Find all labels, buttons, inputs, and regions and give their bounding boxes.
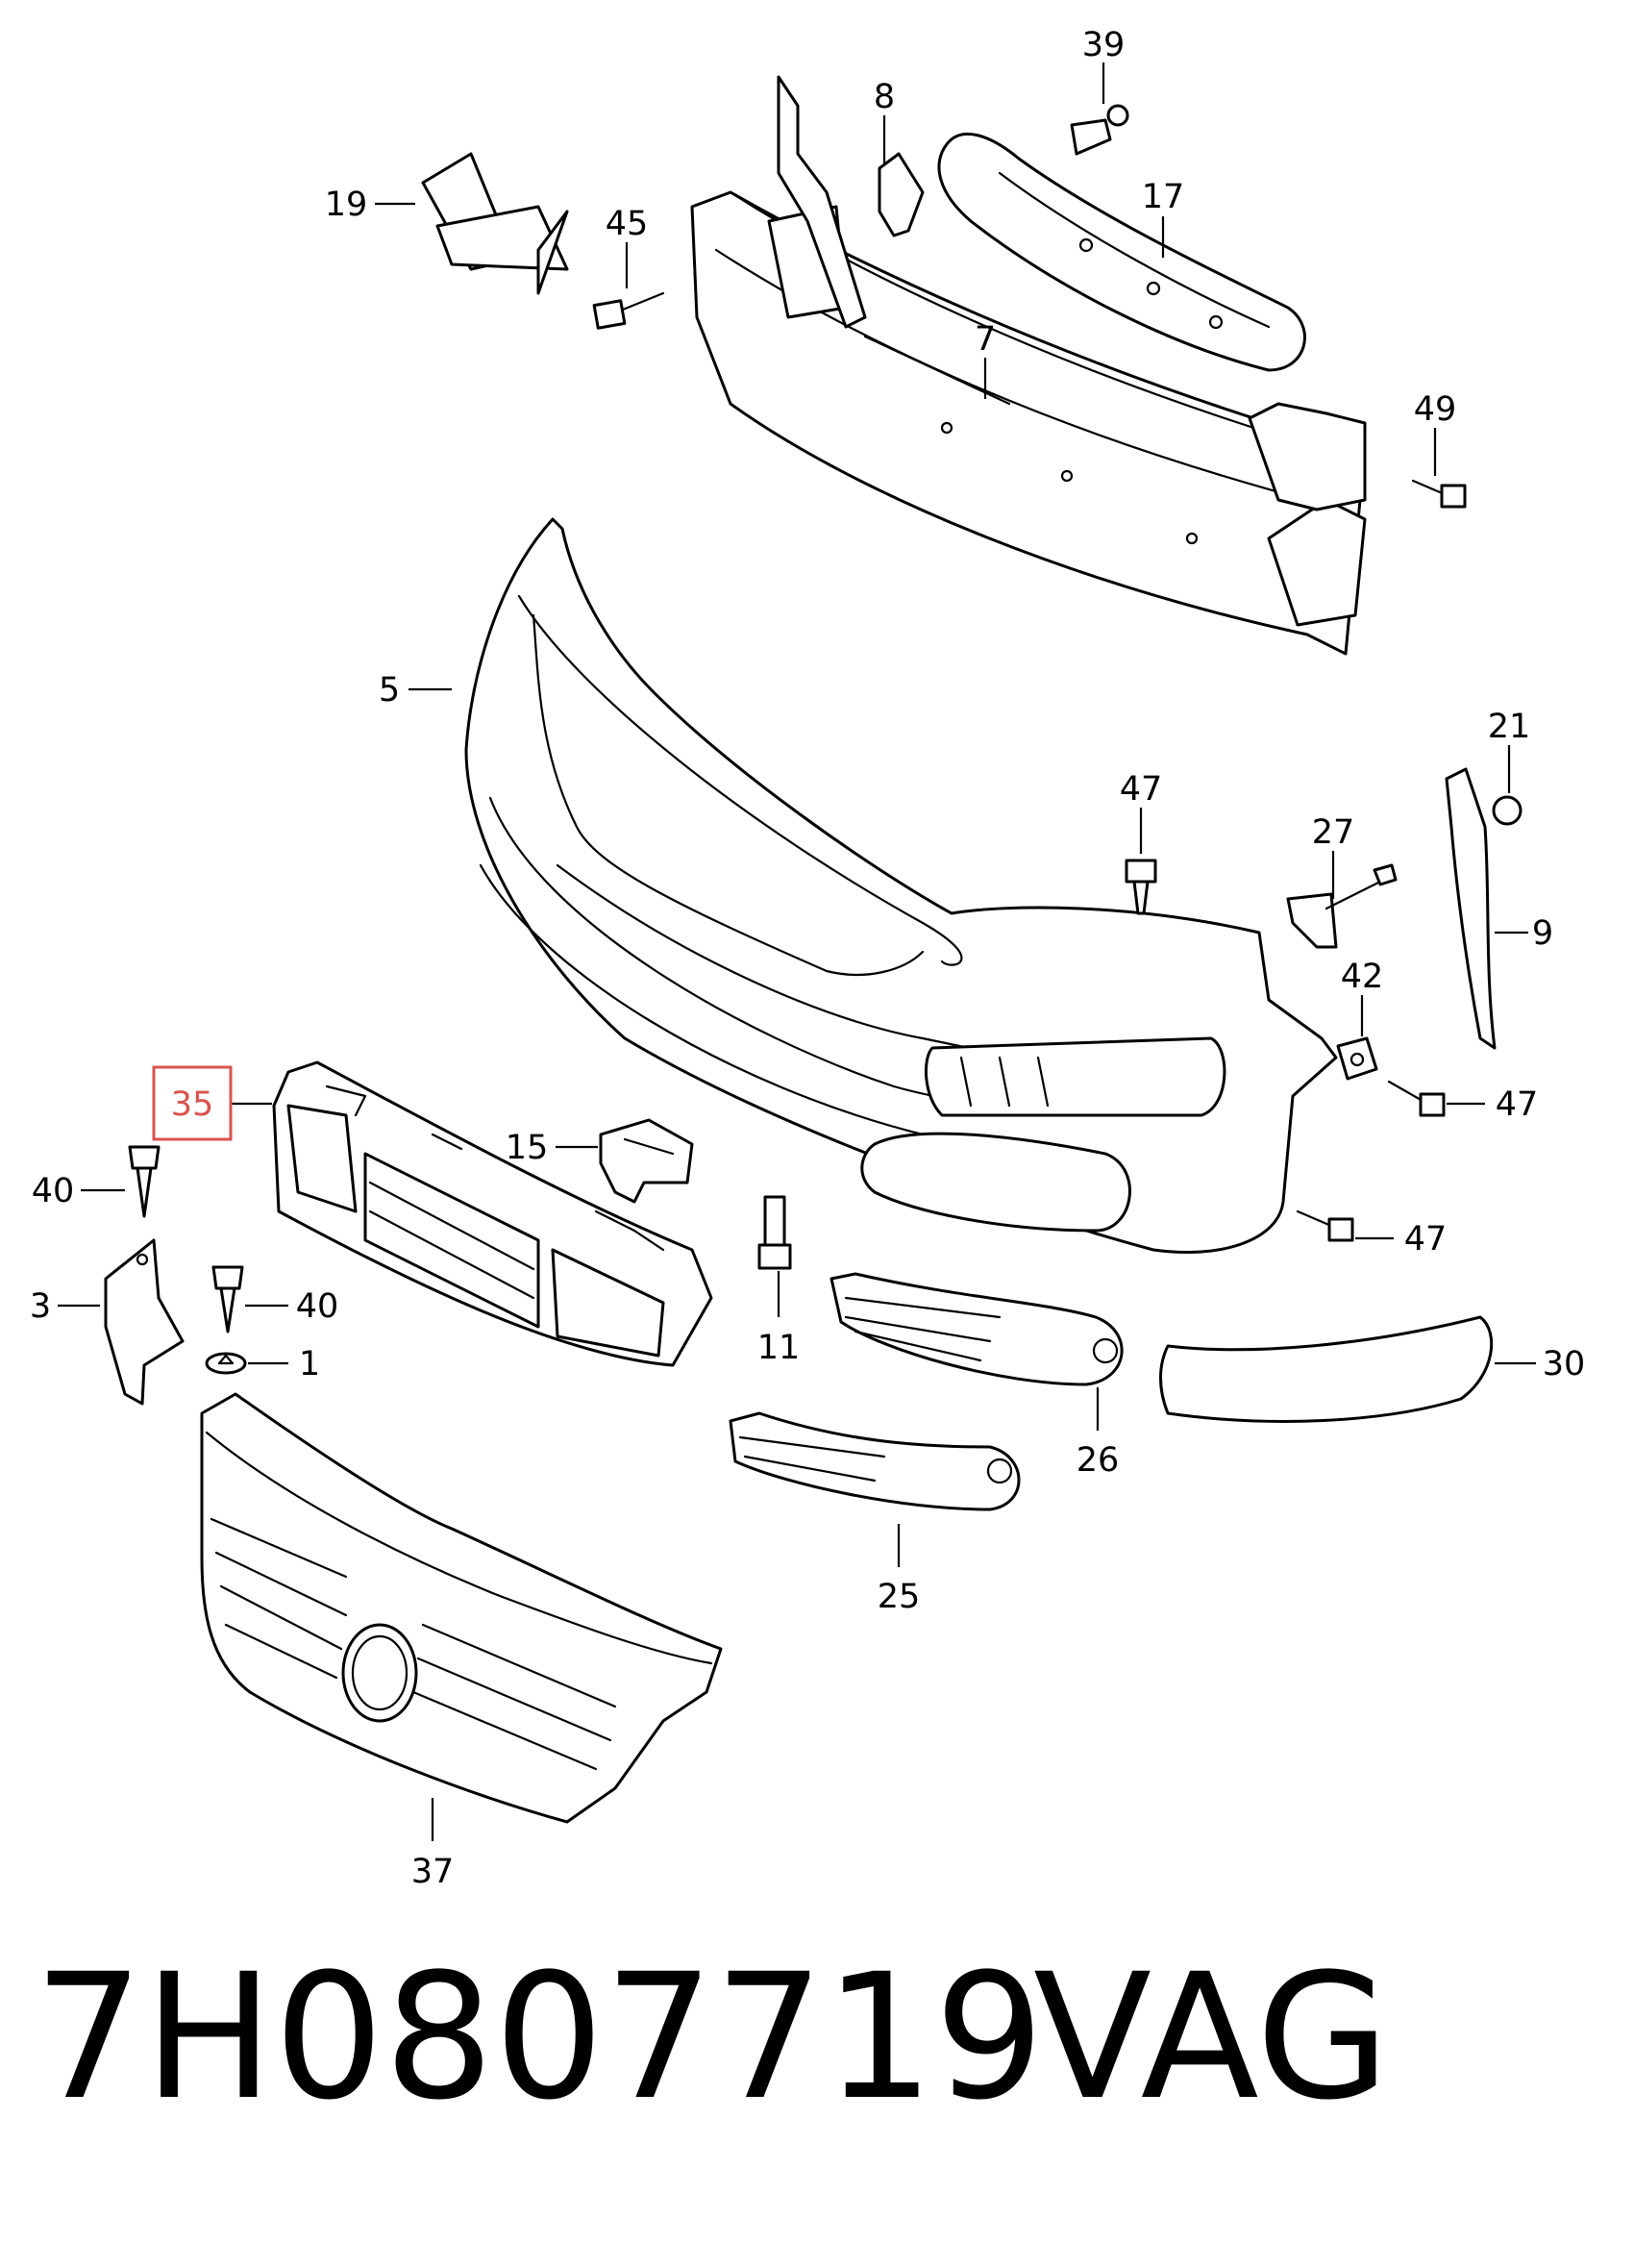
part-40-screw-lower bbox=[211, 1265, 244, 1333]
callout-35-highlight bbox=[152, 1065, 233, 1141]
callout-27: 27 bbox=[1312, 813, 1355, 852]
part-1-washer bbox=[205, 1352, 247, 1375]
part-3-bracket bbox=[104, 1238, 185, 1406]
callout-47-right-upper: 47 bbox=[1496, 1085, 1539, 1124]
callout-1: 1 bbox=[299, 1345, 320, 1383]
callout-47-right-lower: 47 bbox=[1404, 1220, 1448, 1259]
part-21-nut bbox=[1492, 795, 1523, 826]
part-47-bolt-right-upper bbox=[1387, 1080, 1446, 1117]
callout-5: 5 bbox=[379, 671, 400, 710]
part-42-clip-nut bbox=[1336, 1036, 1378, 1081]
part-15-bracket bbox=[599, 1118, 694, 1204]
callout-21: 21 bbox=[1488, 708, 1531, 746]
callout-11: 11 bbox=[757, 1329, 801, 1367]
part-5-bumper-cover bbox=[464, 517, 1338, 1254]
callout-40-lower: 40 bbox=[296, 1287, 339, 1326]
part-19-bracket bbox=[421, 152, 569, 295]
part-47-bolt-center bbox=[1125, 859, 1157, 915]
part-39-clip bbox=[1070, 104, 1129, 156]
callout-39: 39 bbox=[1082, 26, 1126, 64]
callout-37: 37 bbox=[411, 1853, 455, 1891]
callout-17: 17 bbox=[1142, 178, 1185, 216]
callout-labels: 39 8 17 19 45 7 49 5 21 47 27 9 42 47 35… bbox=[30, 26, 1585, 1891]
callout-49: 49 bbox=[1414, 390, 1457, 429]
part-number-caption: 7H0807719 bbox=[34, 1937, 1045, 2138]
leader-lines bbox=[58, 62, 1536, 1841]
callout-30: 30 bbox=[1543, 1345, 1586, 1383]
callout-26: 26 bbox=[1077, 1441, 1120, 1480]
callout-15: 15 bbox=[506, 1129, 549, 1167]
part-8-bracket bbox=[777, 75, 1367, 511]
callout-8: 8 bbox=[874, 78, 895, 116]
part-27-stud-bracket bbox=[1286, 863, 1398, 949]
callout-9: 9 bbox=[1532, 914, 1553, 953]
callout-45: 45 bbox=[606, 205, 649, 243]
callout-42: 42 bbox=[1341, 958, 1384, 996]
part-30-corner-trim bbox=[1159, 1315, 1494, 1423]
callout-40-upper: 40 bbox=[32, 1172, 75, 1210]
callout-35: 35 bbox=[171, 1085, 214, 1124]
callout-7: 7 bbox=[975, 320, 996, 359]
part-47-bolt-right-lower bbox=[1296, 1209, 1354, 1242]
callout-3: 3 bbox=[30, 1287, 51, 1326]
callout-19: 19 bbox=[325, 186, 368, 224]
part-17-absorber bbox=[937, 132, 1306, 372]
part-26-fog-grille bbox=[829, 1272, 1124, 1386]
callout-25: 25 bbox=[878, 1578, 921, 1616]
part-9-strip bbox=[1445, 767, 1497, 1050]
callout-47-center: 47 bbox=[1120, 770, 1163, 809]
brand-caption: VAG bbox=[1033, 1937, 1391, 2138]
part-35-grille-insert bbox=[272, 1060, 713, 1367]
part-11-bolt bbox=[757, 1195, 792, 1270]
part-45-bolt bbox=[592, 291, 665, 330]
part-25-fog-grille bbox=[729, 1411, 1021, 1511]
part-49-bolt bbox=[1411, 479, 1467, 509]
part-37-radiator-grille bbox=[200, 1392, 723, 1824]
part-40-screw-upper bbox=[128, 1145, 161, 1218]
